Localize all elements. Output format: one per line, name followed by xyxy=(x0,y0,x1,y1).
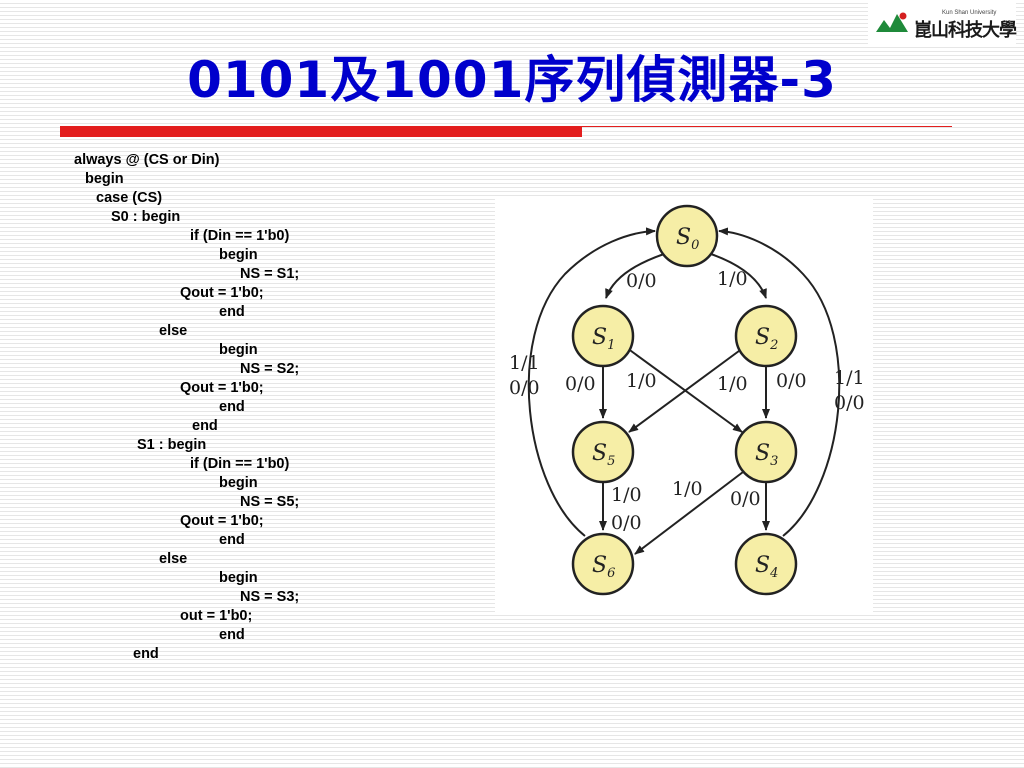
transition-s2-s3: 0/0 xyxy=(762,366,807,419)
code-line: always @ (CS or Din) xyxy=(74,152,220,168)
transition-s5-s6: 1/0 0/0 xyxy=(599,482,642,534)
state-s0: S0 xyxy=(655,204,719,268)
accent-bar xyxy=(60,126,582,137)
state-name: S xyxy=(592,441,607,466)
code-line: begin xyxy=(219,342,258,358)
code-line: else xyxy=(159,551,188,567)
transition-label: 0/0 xyxy=(565,373,596,395)
state-s5: S5 xyxy=(571,420,635,484)
state-diagram-panel: 0/0 1/0 0/0 1/0 1/0 0/0 1/0 0/0 1 xyxy=(495,198,873,612)
transition-s6-s0: 1/1 0/0 xyxy=(509,227,656,537)
code-line: end xyxy=(133,646,159,662)
state-s6: S6 xyxy=(571,532,635,596)
state-subscript: 1 xyxy=(607,338,615,353)
transition-s3-s6: 1/0 xyxy=(634,471,744,555)
code-line: S0 : begin xyxy=(111,209,181,225)
state-subscript: 4 xyxy=(769,566,778,581)
transition-label: 1/0 xyxy=(672,478,703,500)
transition-label: 1/0 xyxy=(717,373,748,395)
state-name: S xyxy=(755,441,770,466)
transition-label: 1/1 xyxy=(834,367,865,389)
transition-label: 0/0 xyxy=(776,370,807,392)
state-s1: S1 xyxy=(571,304,635,368)
university-logo: Kun Shan University 崑山科技大學 xyxy=(868,2,1017,46)
code-line: out = 1'b0; xyxy=(180,608,253,624)
transition-label: 0/0 xyxy=(730,488,761,510)
state-subscript: 2 xyxy=(769,338,778,353)
code-line: NS = S1; xyxy=(240,266,300,282)
code-line: begin xyxy=(219,570,258,586)
code-line: NS = S5; xyxy=(240,494,300,510)
code-line: end xyxy=(192,418,218,434)
code-line: Qout = 1'b0; xyxy=(180,380,264,396)
code-line: end xyxy=(219,532,245,548)
transition-s3-s4: 0/0 xyxy=(730,482,770,531)
state-subscript: 6 xyxy=(607,566,615,581)
state-name: S xyxy=(592,325,607,350)
code-line: end xyxy=(219,399,245,415)
code-line: else xyxy=(159,323,188,339)
state-s4: S4 xyxy=(734,532,798,596)
code-line: end xyxy=(219,304,245,320)
code-line: if (Din == 1'b0) xyxy=(190,228,290,244)
transition-label: 1/0 xyxy=(611,484,642,506)
svg-text:S3: S3 xyxy=(755,441,778,469)
transition-s4-s0: 1/1 0/0 xyxy=(718,227,865,537)
transition-label: 0/0 xyxy=(834,392,865,414)
transition-label: 1/0 xyxy=(717,268,748,290)
svg-text:S6: S6 xyxy=(592,553,615,581)
transition-label: 0/0 xyxy=(611,512,642,534)
transition-s2-s5: 1/0 xyxy=(628,347,748,433)
code-line: case (CS) xyxy=(96,190,163,206)
state-name: S xyxy=(676,225,691,250)
state-name: S xyxy=(592,553,607,578)
transition-label: 1/0 xyxy=(626,370,657,392)
code-line: end xyxy=(219,627,245,643)
page-title: 0101及1001序列偵測器-3 xyxy=(187,51,837,109)
transition-s0-s1: 0/0 xyxy=(605,253,665,299)
transition-s0-s2: 1/0 xyxy=(710,253,767,299)
svg-text:S0: S0 xyxy=(676,225,699,253)
transition-label: 1/1 xyxy=(509,352,540,374)
logo-mark-icon xyxy=(876,12,908,32)
svg-text:S1: S1 xyxy=(592,325,615,353)
code-line: begin xyxy=(219,247,258,263)
code-line: if (Din == 1'b0) xyxy=(190,456,290,472)
svg-text:S5: S5 xyxy=(592,441,615,469)
code-line: Qout = 1'b0; xyxy=(180,513,264,529)
transition-label: 0/0 xyxy=(509,377,540,399)
logo-name: 崑山科技大學 xyxy=(914,20,1017,41)
svg-text:S2: S2 xyxy=(755,325,778,353)
transition-label: 0/0 xyxy=(626,270,657,292)
state-s3: S3 xyxy=(734,420,798,484)
svg-text:S4: S4 xyxy=(755,553,778,581)
accent-rule xyxy=(582,126,952,127)
code-line: begin xyxy=(85,171,124,187)
state-name: S xyxy=(755,325,770,350)
code-line: S1 : begin xyxy=(137,437,207,453)
state-subscript: 0 xyxy=(691,238,699,253)
state-diagram: 0/0 1/0 0/0 1/0 1/0 0/0 1/0 0/0 1 xyxy=(509,204,865,596)
state-subscript: 3 xyxy=(770,454,778,469)
code-line: NS = S2; xyxy=(240,361,300,377)
code-line: Qout = 1'b0; xyxy=(180,285,264,301)
code-line: NS = S3; xyxy=(240,589,300,605)
transition-s1-s5: 0/0 xyxy=(565,366,607,419)
state-subscript: 5 xyxy=(607,454,615,469)
logo-subtitle: Kun Shan University xyxy=(942,10,997,16)
state-s2: S2 xyxy=(734,304,798,368)
code-line: begin xyxy=(219,475,258,491)
state-name: S xyxy=(755,553,770,578)
